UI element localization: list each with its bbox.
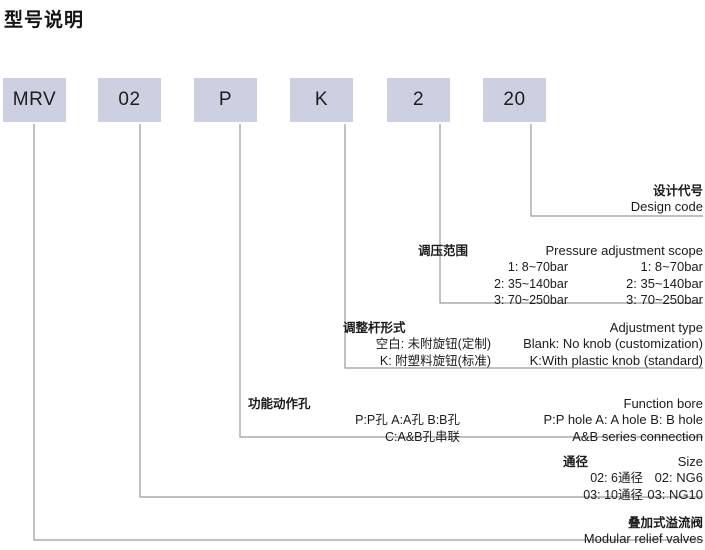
annotation-product-cn: 叠加式溢流阀 bbox=[627, 516, 703, 530]
code-box-5-label: 2 bbox=[412, 89, 425, 110]
annotation-adjustment-header: 调整杆形式 Adjustment type bbox=[343, 320, 703, 336]
annotation-pressure-row-cn: 3: 70~250bar bbox=[493, 292, 568, 307]
annotation-adjustment-en: Adjustment type bbox=[609, 320, 703, 335]
code-box-6-label: 20 bbox=[503, 89, 526, 110]
annotation-size: 通径 Size 02: 6通径 02: NG6 03: 10通径 03: NG1… bbox=[563, 454, 703, 503]
annotation-bore-header: 功能动作孔 Function bore bbox=[248, 396, 703, 412]
annotation-design-code: 设计代号 Design code bbox=[631, 184, 703, 215]
annotation-size-row-en: 02: NG6 bbox=[654, 470, 703, 486]
annotation-pressure-scope: 调压范围 Pressure adjustment scope 1: 8~70ba… bbox=[418, 243, 703, 308]
annotation-pressure-header: 调压范围 Pressure adjustment scope bbox=[418, 243, 703, 259]
annotation-pressure-row: 2: 35~140bar 2: 35~140bar bbox=[418, 276, 703, 292]
annotation-adjustment-row-cn: K: 附塑料旋钮(标准) bbox=[379, 353, 491, 368]
annotation-size-row-en: 03: NG10 bbox=[647, 486, 703, 502]
annotation-product-family: 叠加式溢流阀 Modular relief valves bbox=[584, 516, 703, 547]
annotation-size-row-cn: 03: 10通径 bbox=[583, 487, 643, 502]
annotation-adjustment-row-en: Blank: No knob (customization) bbox=[523, 336, 703, 352]
annotation-pressure-row-en: 1: 8~70bar bbox=[640, 259, 703, 275]
annotation-bore-row-en: P:P hole A: A hole B: B hole bbox=[543, 412, 704, 428]
annotation-bore-row-cn: C:A&B孔串联 bbox=[384, 429, 460, 444]
code-box-3-label: P bbox=[218, 89, 233, 110]
annotation-size-row: 03: 10通径 03: NG10 bbox=[563, 487, 703, 503]
annotation-pressure-row-en: 2: 35~140bar bbox=[626, 275, 703, 291]
annotation-pressure-cn: 调压范围 bbox=[418, 244, 469, 258]
annotation-adjustment-type: 调整杆形式 Adjustment type 空白: 未附旋钮(定制) Blank… bbox=[343, 320, 703, 369]
code-box-1: MRV bbox=[3, 78, 66, 122]
annotation-bore-row: C:A&B孔串联 A&B series connection bbox=[248, 429, 703, 445]
annotation-pressure-row-cn: 1: 8~70bar bbox=[507, 260, 568, 275]
annotation-pressure-row: 1: 8~70bar 1: 8~70bar bbox=[418, 259, 703, 275]
annotation-bore-row-en: A&B series connection bbox=[572, 428, 703, 444]
code-box-4-label: K bbox=[314, 89, 329, 110]
annotation-size-en: Size bbox=[677, 454, 703, 469]
code-box-2-label: 02 bbox=[118, 89, 141, 110]
annotation-pressure-row-cn: 2: 35~140bar bbox=[493, 276, 568, 291]
annotation-size-header: 通径 Size bbox=[563, 454, 703, 470]
page-title: 型号说明 bbox=[4, 10, 85, 31]
annotation-pressure-en: Pressure adjustment scope bbox=[545, 243, 703, 258]
code-box-4: K bbox=[290, 78, 353, 122]
code-box-2: 02 bbox=[98, 78, 161, 122]
annotation-adjustment-row: 空白: 未附旋钮(定制) Blank: No knob (customizati… bbox=[343, 336, 703, 352]
annotation-bore-row: P:P孔 A:A孔 B:B孔 P:P hole A: A hole B: B h… bbox=[248, 412, 703, 428]
annotation-bore-en: Function bore bbox=[623, 396, 704, 411]
annotation-size-row-cn: 02: 6通径 bbox=[590, 471, 643, 486]
annotation-bore-cn: 功能动作孔 bbox=[248, 397, 311, 411]
annotation-size-cn: 通径 bbox=[563, 455, 589, 469]
annotation-product-en: Modular relief valves bbox=[583, 531, 703, 547]
annotation-adjustment-row-cn: 空白: 未附旋钮(定制) bbox=[375, 337, 491, 352]
code-box-1-label: MRV bbox=[12, 89, 57, 110]
annotation-pressure-row: 3: 70~250bar 3: 70~250bar bbox=[418, 292, 703, 308]
annotation-pressure-row-en: 3: 70~250bar bbox=[626, 291, 703, 307]
annotation-adjustment-cn: 调整杆形式 bbox=[343, 321, 406, 335]
annotation-size-row: 02: 6通径 02: NG6 bbox=[563, 470, 703, 486]
annotation-adjustment-row-en: K:With plastic knob (standard) bbox=[529, 352, 703, 368]
annotation-design-code-cn: 设计代号 bbox=[652, 184, 703, 198]
annotation-bore-row-cn: P:P孔 A:A孔 B:B孔 bbox=[355, 413, 460, 428]
code-box-3: P bbox=[194, 78, 257, 122]
code-box-6: 20 bbox=[483, 78, 546, 122]
model-code-row: MRV 02 P K 2 20 bbox=[0, 78, 705, 122]
code-box-5: 2 bbox=[387, 78, 450, 122]
annotation-function-bore: 功能动作孔 Function bore P:P孔 A:A孔 B:B孔 P:P h… bbox=[248, 396, 703, 445]
annotation-adjustment-row: K: 附塑料旋钮(标准) K:With plastic knob (standa… bbox=[343, 353, 703, 369]
annotation-design-code-en: Design code bbox=[630, 199, 703, 215]
